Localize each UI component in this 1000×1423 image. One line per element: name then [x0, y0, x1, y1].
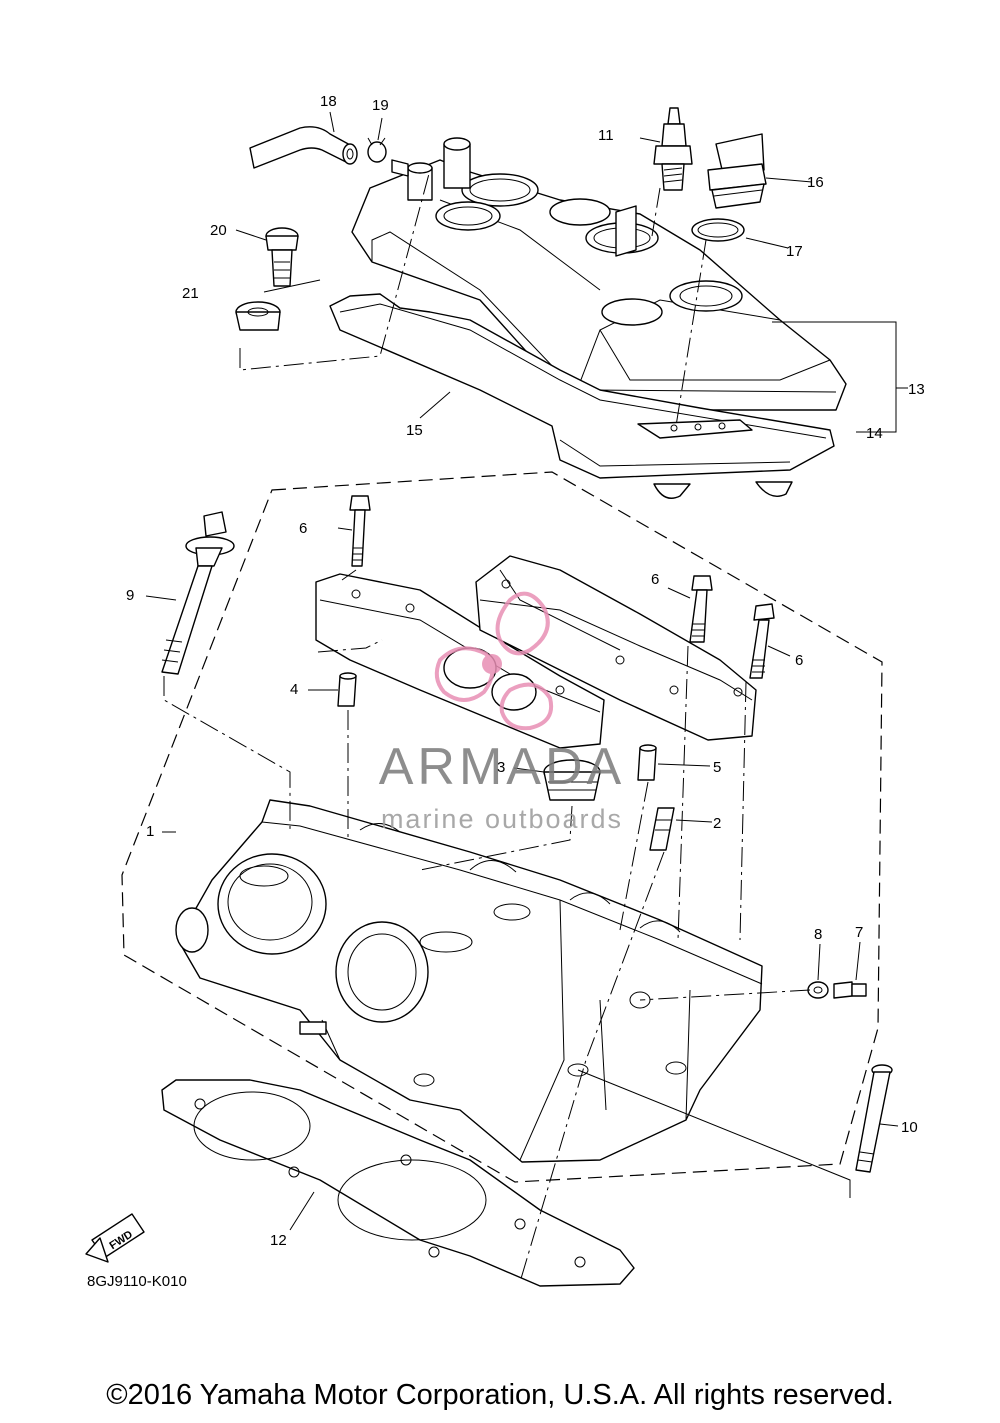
callout-18: 18 — [320, 93, 337, 110]
callout-12: 12 — [270, 1232, 287, 1249]
fwd-arrow-icon: FWD — [85, 1213, 145, 1263]
callout-7: 7 — [855, 924, 863, 941]
washer-8 — [807, 981, 829, 999]
breather-hose — [249, 126, 358, 169]
callout-6a: 6 — [299, 520, 307, 537]
cylinder-head — [175, 799, 763, 1163]
hose-clip — [367, 137, 387, 163]
watermark-brand: ARMADA — [379, 738, 625, 796]
callout-2: 2 — [713, 815, 721, 832]
callout-14: 14 — [866, 425, 883, 442]
callout-6b: 6 — [651, 571, 659, 588]
assembly-boundary — [121, 471, 883, 1183]
diagram-code: 8GJ9110-K010 — [87, 1273, 187, 1290]
head-bolt — [161, 511, 235, 675]
leader-lines — [145, 111, 908, 1283]
grommet — [235, 301, 281, 331]
callout-16: 16 — [807, 174, 824, 191]
callout-9: 9 — [126, 587, 134, 604]
o-ring — [691, 218, 745, 242]
bolt-7 — [833, 981, 867, 999]
plug-3 — [543, 759, 601, 801]
callout-21: 21 — [182, 285, 199, 302]
callout-1: 1 — [146, 823, 154, 840]
callout-4: 4 — [290, 681, 298, 698]
bolt-10 — [855, 1064, 893, 1173]
callout-17: 17 — [786, 243, 803, 260]
callout-8: 8 — [814, 926, 822, 943]
watermark: ARMADA marine outboards — [379, 591, 625, 834]
watermark-logo-icon — [434, 591, 553, 731]
copyright-notice: ©2016 Yamaha Motor Corporation, U.S.A. A… — [106, 1379, 894, 1411]
callout-20: 20 — [210, 222, 227, 239]
callout-10: 10 — [901, 1119, 918, 1136]
cap-bolt-c — [749, 603, 775, 679]
guide-2 — [649, 807, 675, 851]
baffle-plate — [637, 419, 753, 439]
cap-bolt-b — [689, 575, 713, 643]
oil-filler-cap — [707, 133, 767, 209]
dowel-pin-4 — [337, 672, 357, 707]
callouts: 1 2 3 4 5 6 6 6 7 8 9 10 11 12 13 14 15 … — [126, 93, 925, 1249]
callout-19: 19 — [372, 97, 389, 114]
cap-bolt-a — [349, 495, 371, 567]
watermark-tagline: marine outboards — [381, 804, 623, 834]
head-gasket — [161, 1079, 635, 1287]
spark-plug — [653, 107, 693, 191]
callout-13: 13 — [908, 381, 925, 398]
callout-6c: 6 — [795, 652, 803, 669]
callout-5: 5 — [713, 759, 721, 776]
callout-11: 11 — [598, 127, 614, 144]
callout-3: 3 — [497, 759, 505, 776]
callout-15: 15 — [406, 422, 423, 439]
dowel-pin-5 — [637, 744, 657, 781]
cover-bolt — [265, 227, 299, 287]
